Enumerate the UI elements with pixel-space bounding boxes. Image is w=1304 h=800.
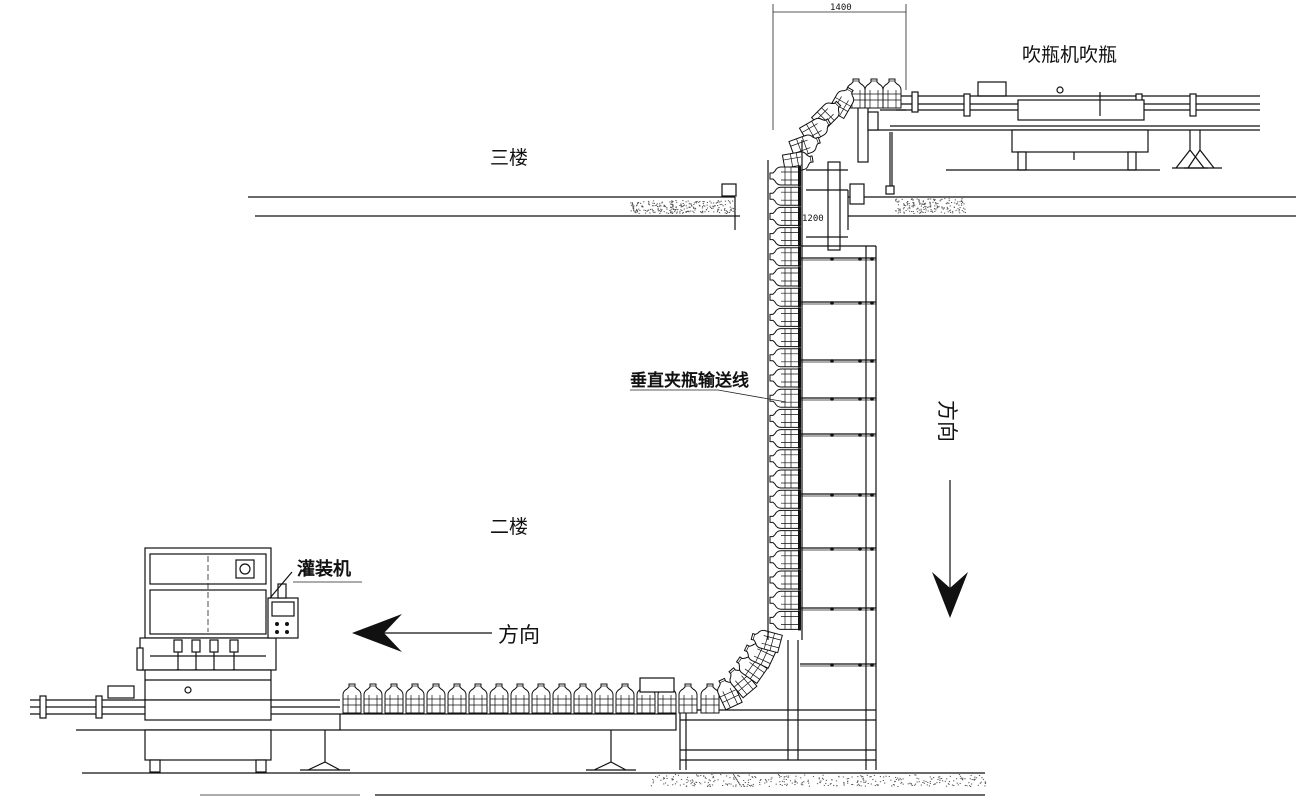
bottle xyxy=(769,570,801,590)
bottle xyxy=(769,529,801,550)
bottle xyxy=(447,683,467,714)
filling-machine xyxy=(136,547,299,773)
bottle xyxy=(769,206,801,227)
bottle xyxy=(594,683,614,714)
bottle xyxy=(426,683,446,714)
bottle xyxy=(882,78,902,109)
bottle xyxy=(489,683,509,714)
bottle xyxy=(769,307,801,328)
concrete-hatch xyxy=(895,198,967,214)
tower-rungs xyxy=(800,257,876,667)
bottle xyxy=(769,610,801,631)
bottle xyxy=(510,683,530,714)
bottle xyxy=(573,683,593,714)
filling-machine-label: 灌装机 xyxy=(297,558,351,580)
bottle xyxy=(342,683,362,714)
bottle xyxy=(384,683,404,714)
bottle xyxy=(468,683,488,714)
bottle xyxy=(769,549,801,570)
bottle xyxy=(552,683,572,714)
bottle xyxy=(769,166,801,186)
bottle xyxy=(531,683,551,714)
bottle xyxy=(769,469,801,489)
bottle-group-bottom xyxy=(342,629,783,714)
dimension-label-mid: 1200 xyxy=(802,214,824,224)
bottle xyxy=(769,287,801,308)
bottle xyxy=(769,246,801,267)
blow-machine-label: 吹瓶机吹瓶 xyxy=(1022,44,1117,66)
third-floor-slab xyxy=(248,190,1296,230)
bottle xyxy=(769,590,801,611)
arrow-left-icon xyxy=(352,614,492,652)
bottle xyxy=(769,408,801,429)
bottle xyxy=(864,78,884,109)
bottle xyxy=(363,683,383,714)
conveyor-tower xyxy=(679,245,877,770)
arrow-down-icon xyxy=(932,480,968,618)
vertical-conveyor-label: 垂直夹瓶输送线 xyxy=(630,370,749,391)
bottle-group-vertical xyxy=(769,166,801,631)
bottle xyxy=(769,368,801,388)
second-floor-label: 二楼 xyxy=(490,516,528,538)
bottle xyxy=(769,267,801,287)
concrete-hatch xyxy=(630,200,737,214)
dimension-label-top: 1400 xyxy=(830,3,852,13)
bottle xyxy=(769,448,801,469)
concrete-hatch xyxy=(650,774,987,787)
bottle xyxy=(769,509,801,530)
bottle-group-top xyxy=(781,78,902,174)
bottle xyxy=(769,347,801,368)
bottle xyxy=(769,327,801,348)
bottle xyxy=(700,683,720,714)
bottle xyxy=(405,683,425,714)
bottle xyxy=(750,629,783,654)
dimension-1200: 1200 xyxy=(802,214,824,224)
bottle xyxy=(769,388,801,409)
second-floor-ground xyxy=(82,772,987,796)
bottle xyxy=(678,683,698,714)
direction-label-horizontal: 方向 xyxy=(498,623,540,647)
top-support-frame xyxy=(721,89,906,251)
bottle xyxy=(769,186,801,207)
bottle xyxy=(769,489,801,510)
direction-label-vertical: 方向 xyxy=(935,400,959,442)
bottle xyxy=(615,683,635,714)
vertical-guide-rails xyxy=(767,140,803,640)
third-floor-label: 三楼 xyxy=(490,147,528,169)
dimension-1400: 1400 xyxy=(772,3,907,130)
blow-molding-machine xyxy=(860,81,1260,171)
bottle xyxy=(769,428,801,449)
conveyor-leader-line xyxy=(717,389,787,403)
bottle xyxy=(769,226,801,247)
